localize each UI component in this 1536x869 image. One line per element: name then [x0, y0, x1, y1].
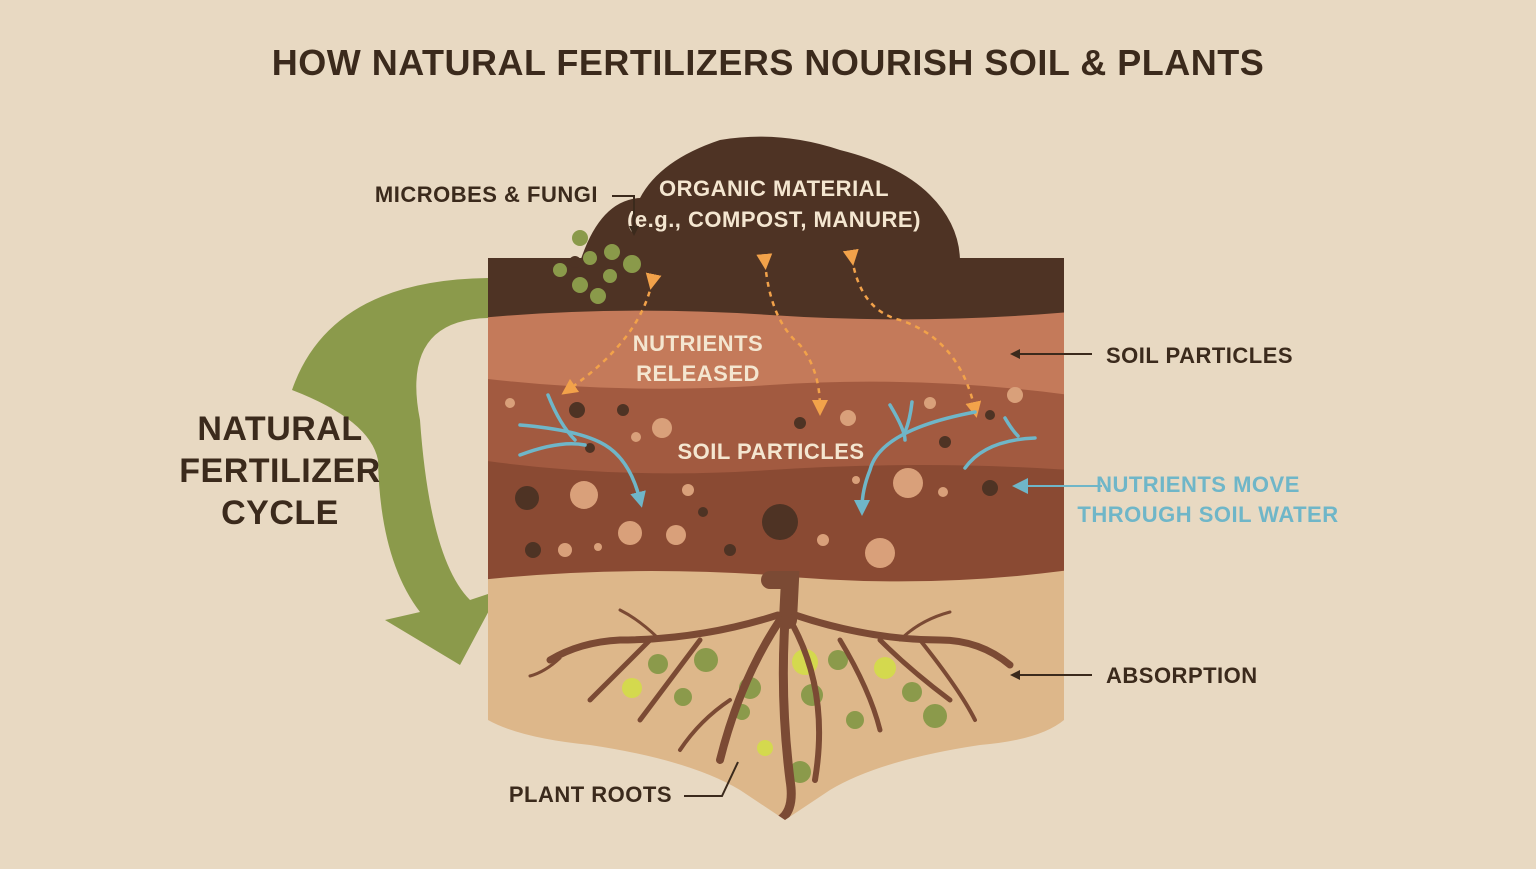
organic-layer [488, 258, 1064, 320]
nutrients-released-label-line2: RELEASED [636, 361, 760, 386]
nutrients-move-label-line2: THROUGH SOIL WATER [1077, 502, 1338, 527]
cycle-label-line3: CYCLE [221, 494, 339, 532]
cycle-label-line1: NATURAL [197, 410, 362, 448]
organic-material-mound [580, 136, 960, 262]
nutrients-move-label: NUTRIENTS MOVE [1096, 472, 1300, 497]
microbes-fungi-label: MICROBES & FUNGI [375, 182, 598, 207]
soil-profile [488, 258, 1064, 820]
nutrients-released-label: NUTRIENTS [633, 331, 763, 356]
nutrient-granules [622, 648, 947, 783]
plant-roots-graphic [528, 571, 1014, 820]
cycle-label: NATURAL FERTILIZER CYCLE [179, 410, 380, 532]
soil-water-arrows [518, 393, 1037, 516]
microbes-leader-arrow [612, 195, 639, 236]
soil-particles-inner-label: SOIL PARTICLES [677, 439, 864, 464]
plant-roots-label: PLANT ROOTS [509, 782, 672, 807]
soil-particles-label: SOIL PARTICLES [1106, 343, 1293, 368]
cycle-label-line2: FERTILIZER [179, 452, 380, 490]
plant-roots-leader-line [684, 761, 739, 797]
page-title: HOW NATURAL FERTILIZERS NOURISH SOIL & P… [272, 42, 1265, 83]
nutrient-release-arrows [561, 248, 982, 418]
organic-material-label: ORGANIC MATERIAL [659, 176, 889, 201]
cycle-arrow [292, 278, 500, 665]
absorption-label: ABSORPTION [1106, 663, 1258, 688]
organic-material-example-label: (e.g., COMPOST, MANURE) [627, 207, 921, 232]
